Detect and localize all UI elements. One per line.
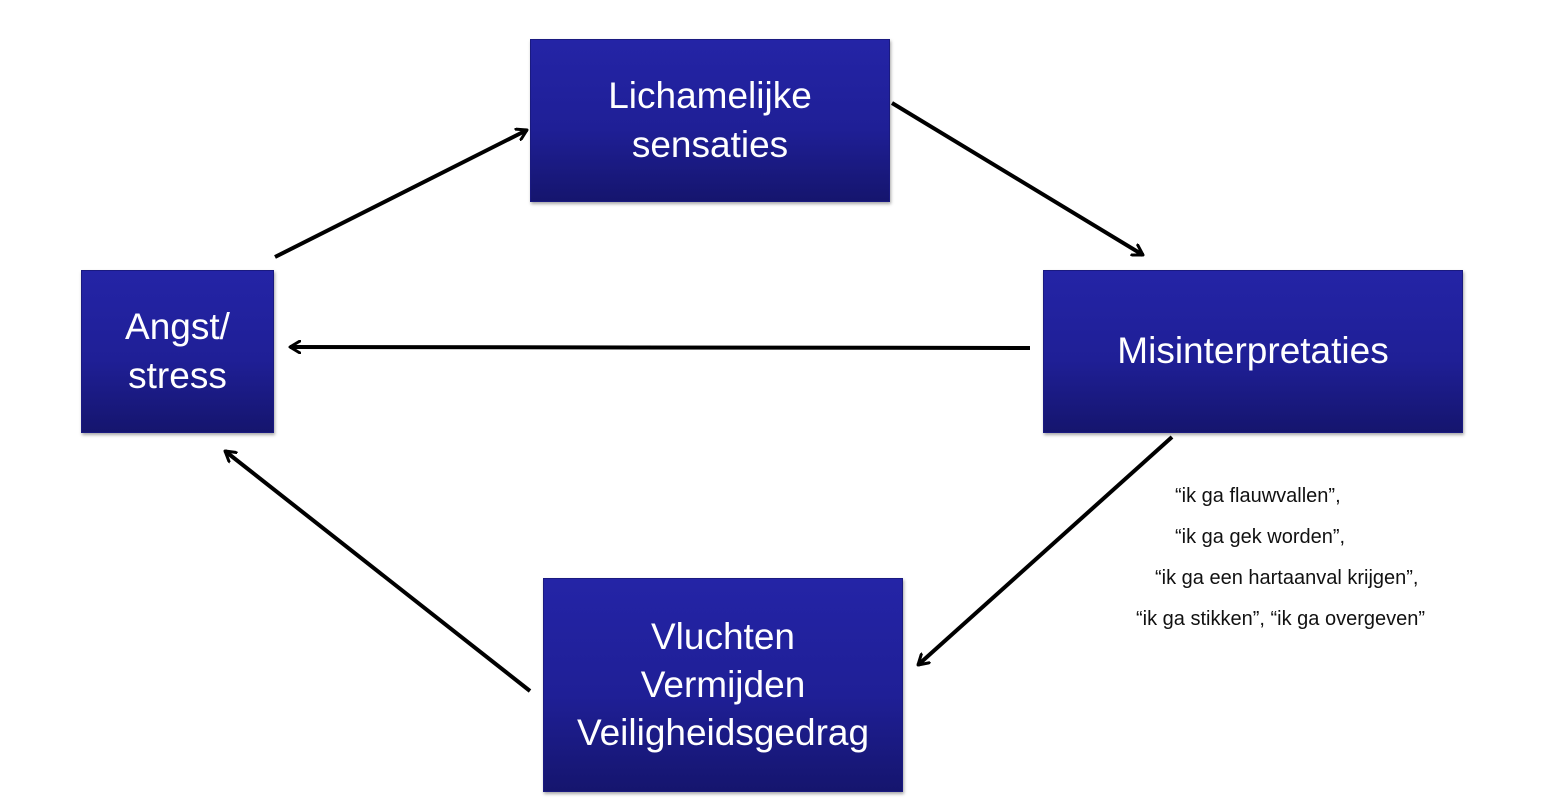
node-label-vluchten: Vluchten Vermijden Veiligheidsgedrag	[576, 615, 870, 754]
node-lichamelijke-sensaties: Lichamelijke sensaties	[530, 39, 890, 202]
node-angst-stress: Angst/ stress	[81, 270, 274, 433]
example-thought-1: “ik ga flauwvallen”,	[1175, 485, 1341, 507]
arrow-misinterpretaties-to-vluchten	[918, 435, 1174, 665]
example-thought-3: “ik ga een hartaanval krijgen”,	[1155, 567, 1419, 589]
arrow-misinterpretaties-to-angst	[290, 347, 1031, 348]
arrow-sensaties-to-misinterpretaties	[890, 101, 1143, 257]
arrow-angst-to-sensaties	[274, 130, 527, 259]
example-thought-4: “ik ga stikken”, “ik ga overgeven”	[1136, 608, 1426, 630]
node-label-angst: Angst/ stress	[125, 306, 230, 396]
node-label-misinterpretaties: Misinterpretaties	[1117, 330, 1389, 372]
arrow-vluchten-to-angst	[225, 449, 532, 693]
example-thought-2: “ik ga gek worden”,	[1175, 526, 1346, 548]
node-vluchten-vermijden: Vluchten Vermijden Veiligheidsgedrag	[543, 578, 903, 792]
node-label-sensaties: Lichamelijke sensaties	[608, 75, 812, 165]
node-misinterpretaties: Misinterpretaties	[1043, 270, 1463, 433]
